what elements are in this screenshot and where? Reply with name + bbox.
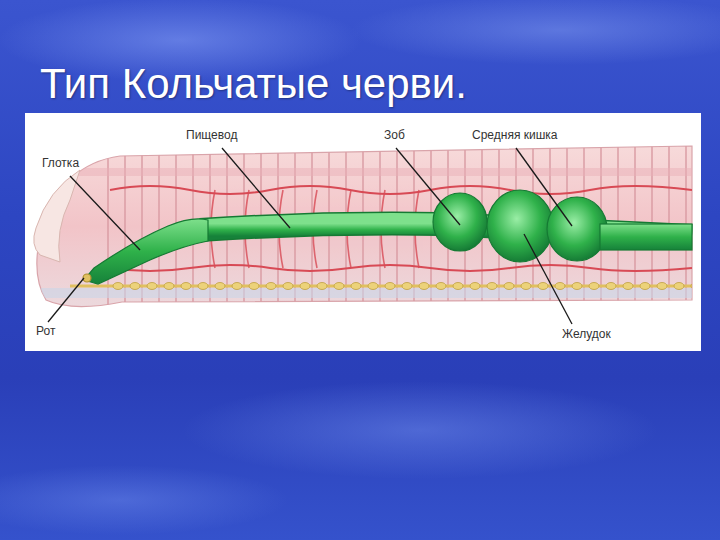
ganglion	[453, 283, 463, 290]
ganglion	[623, 283, 633, 290]
ganglion	[147, 283, 157, 290]
ganglion	[317, 283, 327, 290]
ganglion	[283, 283, 293, 290]
ganglion	[249, 283, 259, 290]
leader-lines	[48, 148, 572, 324]
ganglion	[640, 283, 650, 290]
part-label: Рот	[36, 324, 55, 338]
ganglion	[266, 283, 276, 290]
part-label: Глотка	[42, 156, 79, 170]
nerve-cord	[70, 283, 701, 290]
ganglion	[215, 283, 225, 290]
ganglion	[181, 283, 191, 290]
ganglion	[368, 283, 378, 290]
diagram-panel	[25, 113, 701, 351]
part-label: Зоб	[384, 128, 405, 142]
ganglion	[589, 283, 599, 290]
segment-line	[124, 140, 125, 305]
segment-line	[158, 140, 159, 305]
ganglion	[504, 283, 514, 290]
ganglion	[402, 283, 412, 290]
ganglion	[674, 283, 684, 290]
ganglion	[657, 283, 667, 290]
digestive-tract	[83, 190, 692, 284]
ganglion	[436, 283, 446, 290]
ganglion	[113, 283, 123, 290]
part-label: Средняя кишка	[472, 128, 557, 142]
ganglion	[198, 283, 208, 290]
segment-line	[668, 140, 669, 305]
ganglion	[385, 283, 395, 290]
slide-title: Тип Кольчатые черви.	[40, 60, 467, 108]
ganglion	[691, 283, 701, 290]
worm-body	[34, 140, 692, 307]
ganglion	[538, 283, 548, 290]
segment-line	[685, 140, 686, 305]
ganglion	[300, 283, 310, 290]
part-label: Желудок	[562, 327, 611, 341]
ganglion	[470, 283, 480, 290]
segment-line	[141, 140, 142, 305]
part-label: Пищевод	[186, 128, 237, 142]
ganglion	[351, 283, 361, 290]
ganglion	[232, 283, 242, 290]
ganglion	[521, 283, 531, 290]
ganglion	[130, 283, 140, 290]
ganglion	[334, 283, 344, 290]
ganglion	[606, 283, 616, 290]
ganglion	[419, 283, 429, 290]
ganglion	[572, 283, 582, 290]
ganglion	[555, 283, 565, 290]
ganglion	[164, 283, 174, 290]
ganglion	[487, 283, 497, 290]
